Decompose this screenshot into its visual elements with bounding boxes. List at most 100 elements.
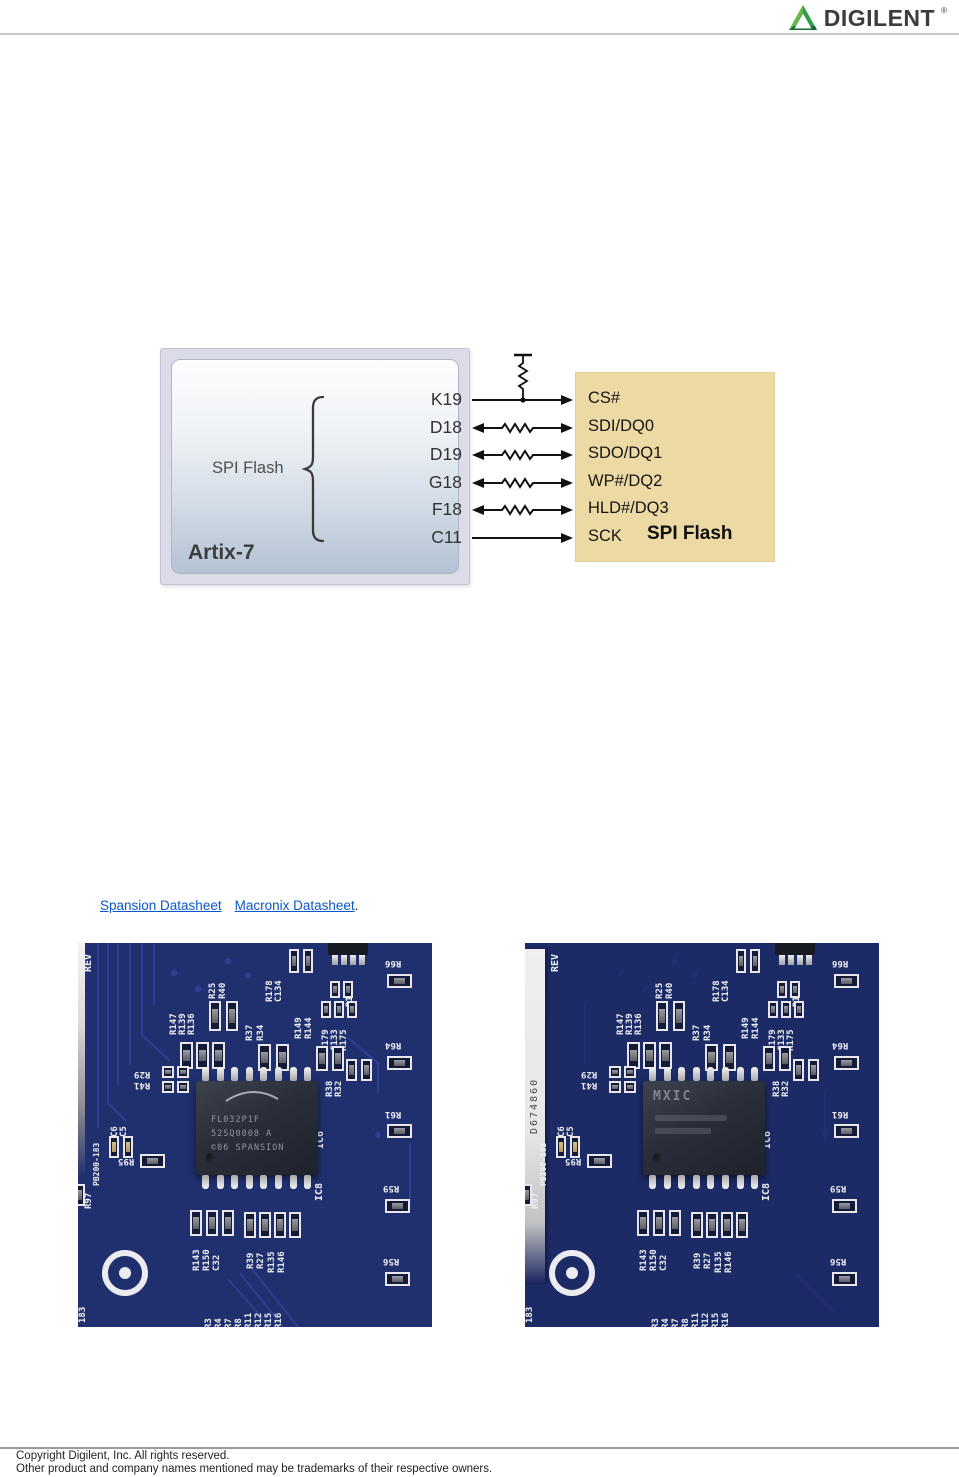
component-body xyxy=(111,1142,117,1152)
component-pad xyxy=(723,1044,736,1071)
component-body xyxy=(839,1202,850,1210)
component-body xyxy=(319,1053,325,1064)
chip-pin xyxy=(231,1067,239,1081)
chip-pin xyxy=(231,1175,239,1189)
component-body xyxy=(672,1217,678,1229)
chip-marking: 52SQ0008 A xyxy=(211,1129,273,1139)
component-body xyxy=(656,1217,662,1229)
component-pad xyxy=(525,1184,532,1206)
pcb-silkscreen-label: R66 xyxy=(385,958,402,968)
component-body xyxy=(392,1202,403,1210)
component-body xyxy=(841,1059,852,1067)
chip-pin xyxy=(663,1067,671,1081)
component-pad xyxy=(587,1154,612,1168)
pcb-silkscreen-label: 183 xyxy=(78,1306,88,1323)
component-pad xyxy=(303,949,313,973)
component-pad xyxy=(624,1081,636,1093)
component-body xyxy=(627,1084,633,1090)
component-pad xyxy=(637,1210,649,1236)
registered-mark: ® xyxy=(941,6,947,15)
component-body xyxy=(839,1275,850,1283)
chip-pin xyxy=(289,1175,297,1189)
spi-flash-group-label: SPI Flash xyxy=(212,459,284,477)
component-pad xyxy=(777,981,787,998)
pcb-silkscreen-label: R149 xyxy=(294,1017,304,1039)
component-pad xyxy=(736,1212,748,1238)
chip-pin xyxy=(260,1067,268,1081)
pcb-silkscreen-label: C32 xyxy=(212,1254,222,1271)
pcb-silkscreen-label: R4 xyxy=(661,1318,671,1327)
component-pad xyxy=(180,1042,193,1069)
pcb-silkscreen-label: R144 xyxy=(304,1017,314,1039)
component-body xyxy=(796,1006,802,1013)
pcb-silkscreen-label: IC8 xyxy=(761,1182,772,1201)
component-pad xyxy=(834,1124,859,1138)
component-body xyxy=(215,1049,222,1062)
macronix-datasheet-link[interactable]: Macronix Datasheet xyxy=(234,898,355,913)
chip-pin xyxy=(736,1067,744,1081)
fpga-pin-label: D18 xyxy=(429,417,462,437)
pcb-silkscreen-label: R40 xyxy=(218,982,228,999)
component-pad xyxy=(669,1210,681,1236)
small-ic-pin xyxy=(332,955,338,965)
pcb-silkscreen-label: R66 xyxy=(832,958,849,968)
pcb-silkscreen-label: R56 xyxy=(830,1256,847,1266)
component-pad xyxy=(78,1184,85,1206)
component-body xyxy=(841,977,852,985)
component-body xyxy=(193,1217,199,1229)
flash-name-label: SPI Flash xyxy=(647,523,733,544)
component-body xyxy=(394,1059,405,1067)
small-ic-pin xyxy=(797,955,803,965)
component-pad xyxy=(781,1001,791,1018)
pcb-silkscreen-label: REV xyxy=(83,953,94,972)
component-pad xyxy=(332,1046,344,1071)
spansion-datasheet-link[interactable]: Spansion Datasheet xyxy=(100,898,222,913)
spansion-logo-swoosh xyxy=(225,1091,279,1102)
chip-pin xyxy=(275,1067,282,1081)
chip-pin xyxy=(722,1067,729,1081)
component-pad xyxy=(346,1059,357,1081)
component-pad xyxy=(706,1212,718,1238)
pin1-dimple xyxy=(205,1153,215,1163)
component-body xyxy=(572,1142,578,1152)
component-pad xyxy=(177,1081,189,1093)
chip-pin xyxy=(304,1067,312,1081)
component-pad xyxy=(750,949,760,973)
component-body xyxy=(676,1009,682,1023)
pcb-silkscreen-label: R61 xyxy=(832,1109,849,1119)
component-pad xyxy=(793,1059,804,1081)
component-pad xyxy=(570,1136,580,1158)
component-body xyxy=(694,1219,700,1231)
component-body xyxy=(708,1051,715,1064)
component-body xyxy=(709,1219,715,1231)
fpga-pin-label: D19 xyxy=(429,444,462,464)
pcb-silkscreen-label: R150 xyxy=(202,1249,212,1271)
component-pad xyxy=(244,1212,256,1238)
component-pad xyxy=(627,1042,640,1069)
chip-pin xyxy=(649,1175,656,1189)
pcb-silkscreen-label: R39 xyxy=(693,1252,703,1269)
pcb-silkscreen-label: R149 xyxy=(741,1017,751,1039)
component-pad xyxy=(385,1199,410,1213)
pcb-silkscreen-label: R3 xyxy=(651,1318,661,1327)
component-body xyxy=(612,1084,618,1090)
pcb-silkscreen-label: R7 xyxy=(224,1318,234,1327)
pcb-silkscreen-label: R7 xyxy=(671,1318,681,1327)
pcb-silkscreen-label: 183 xyxy=(525,1306,535,1323)
component-body xyxy=(394,1127,405,1135)
component-body xyxy=(78,1190,83,1200)
chip-pin xyxy=(304,1175,312,1189)
fiducial-mark xyxy=(549,1250,595,1296)
component-pad xyxy=(387,974,412,988)
component-pad xyxy=(556,1136,566,1158)
component-pad xyxy=(190,1210,202,1236)
component-pad xyxy=(656,1001,668,1031)
chip-pin xyxy=(692,1175,700,1189)
component-pad xyxy=(209,1001,221,1031)
pcb-silkscreen-label: R150 xyxy=(649,1249,659,1271)
component-body xyxy=(349,1065,354,1075)
component-body xyxy=(525,1190,530,1200)
component-pad xyxy=(316,1046,328,1071)
component-pad xyxy=(361,1059,372,1081)
chip-marking: ©06 SPANSION xyxy=(211,1143,285,1153)
